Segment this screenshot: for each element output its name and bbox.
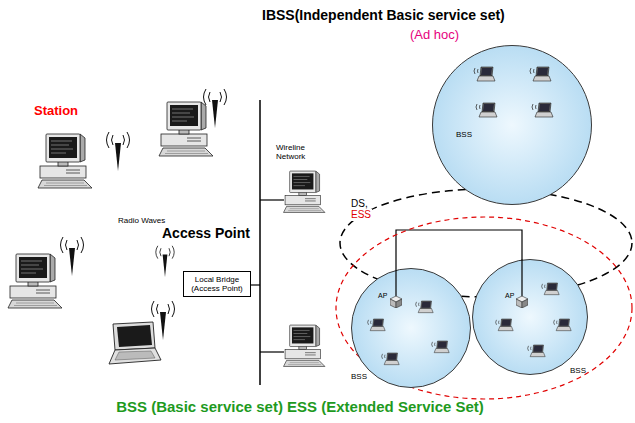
ap-cube xyxy=(390,296,402,308)
wire-stub xyxy=(260,199,284,200)
wired-computer xyxy=(284,325,325,366)
wire-stub xyxy=(260,351,284,352)
desktop-computer xyxy=(159,102,213,156)
bss-circle: BSS xyxy=(351,268,471,388)
station-label: Station xyxy=(34,104,78,119)
circle-outline xyxy=(472,259,588,375)
bss-circle: BSS xyxy=(432,45,592,205)
antenna-symbol xyxy=(107,132,130,171)
circle-fill xyxy=(473,260,588,375)
bridge-label: Local Bridge (Access Point) xyxy=(187,275,247,293)
circle-outline xyxy=(351,268,471,388)
ess-ellipse: ESSBSSBSS xyxy=(335,216,633,400)
laptop-icon xyxy=(368,319,386,331)
bridge-box: Local Bridge (Access Point) xyxy=(183,271,251,297)
desktop-computer xyxy=(38,134,92,188)
antenna-symbol xyxy=(152,301,175,340)
bss-circle: BSS xyxy=(472,259,588,375)
antenna-symbol xyxy=(61,237,84,276)
ad-hoc-label: (Ad hoc) xyxy=(410,28,459,43)
wireline-label: Wireline Network xyxy=(276,143,318,161)
diagram-caption: BSS (Basic service set) ESS (Extended Se… xyxy=(0,398,600,415)
ess-dashed-ellipse xyxy=(336,217,632,399)
laptop-icon xyxy=(432,341,450,353)
laptop-icon xyxy=(476,103,497,117)
laptop-icon xyxy=(474,67,495,81)
laptop-icon xyxy=(542,283,560,295)
ds-label: DS, xyxy=(350,198,369,210)
ds-connector xyxy=(396,230,522,270)
access-point-label: Access Point xyxy=(162,225,250,241)
wireline-backbone xyxy=(259,100,261,385)
ap-label: AP xyxy=(505,292,514,300)
circle-fill xyxy=(433,46,592,205)
desktop-computer xyxy=(8,254,62,308)
ap-drop-line xyxy=(521,259,522,297)
circle-fill xyxy=(352,269,471,388)
antenna-symbol xyxy=(204,89,227,128)
laptop-icon xyxy=(496,319,514,331)
diagram-title: IBSS(Independent Basic service set) xyxy=(262,7,505,23)
circle-outline xyxy=(432,45,592,205)
ap-label: AP xyxy=(378,292,387,300)
ess-label: ESS xyxy=(350,209,372,221)
antenna-symbol xyxy=(156,246,174,277)
radio-waves-label: Radio Waves xyxy=(118,216,165,225)
laptop-icon xyxy=(530,67,551,81)
bss-label: BSS xyxy=(456,130,472,139)
bss-label: BSS xyxy=(351,372,367,381)
laptop-icon xyxy=(416,301,434,313)
laptop-computer xyxy=(109,322,161,364)
wired-computer xyxy=(284,171,325,212)
laptop-icon xyxy=(528,345,546,357)
ap-cube xyxy=(516,296,528,308)
bss-label: BSS xyxy=(570,366,586,375)
laptop-icon xyxy=(532,103,553,117)
laptop-icon xyxy=(554,319,572,331)
laptop-icon xyxy=(382,353,400,365)
ap-drop-line xyxy=(395,270,396,297)
